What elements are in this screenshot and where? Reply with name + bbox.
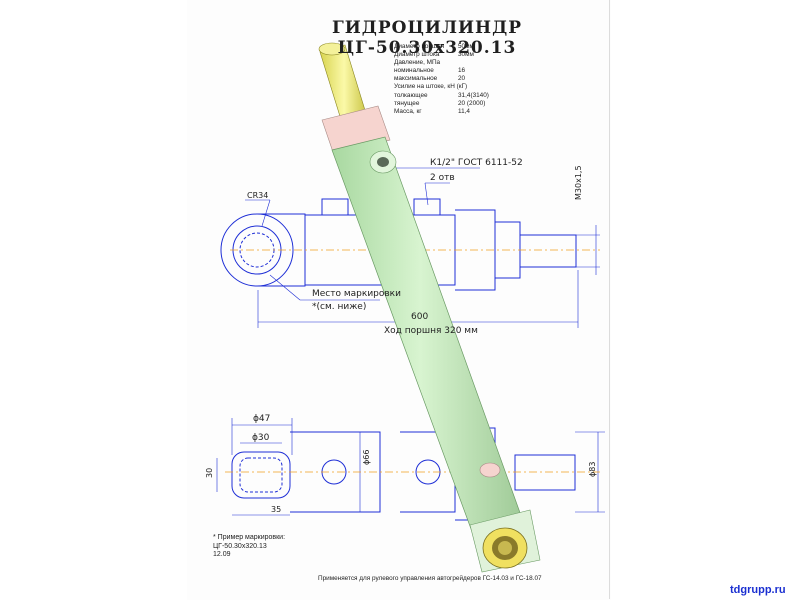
dim-w30: 30 <box>205 467 214 478</box>
marking-header: * Пример маркировки: <box>213 534 286 541</box>
dim-thread-port: К1/2" ГОСТ 6111-52 <box>430 158 523 168</box>
dim-w35: 35 <box>271 505 282 514</box>
rod-top <box>519 234 577 268</box>
dim-d30: ϕ30 <box>252 433 270 443</box>
port-2 <box>413 198 441 216</box>
eye-side <box>231 451 291 499</box>
dim-length: 600 <box>411 312 429 322</box>
application-note: Применяется для рулевого управления авто… <box>318 575 542 582</box>
marking-line-1: ЦГ-50.30х320.13 <box>213 542 267 550</box>
dim-holes: 2 отв <box>430 173 455 183</box>
marking-place-label: Место маркировки <box>312 289 401 299</box>
spec-row: Усилие на штоке, кН (кГ) <box>394 83 468 91</box>
dim-r34: СR34 <box>247 191 269 200</box>
cylinder-body-bottom <box>290 431 381 513</box>
rod-bottom <box>514 454 576 491</box>
port-1 <box>321 198 349 216</box>
brand-link[interactable]: tdgrupp.ru <box>730 584 786 596</box>
sheet-frame <box>207 0 610 599</box>
head-top <box>455 209 496 291</box>
spec-row: Давление, МПа <box>394 59 441 67</box>
cylinder-render <box>318 42 541 573</box>
drawing-title: ГИДРОЦИЛИНДР ЦГ-50.30х320.13 <box>331 18 523 58</box>
marking-example: * Пример маркировки: ЦГ-50.30х320.13 12.… <box>213 534 285 560</box>
marking-line-2: 12.09 <box>213 551 231 558</box>
dim-stroke: Ход поршня 320 мм <box>384 326 478 336</box>
dim-d83: ϕ83 <box>588 461 597 477</box>
marking-ref-label: *(см. ниже) <box>312 302 367 312</box>
dim-d66: ϕ66 <box>362 449 371 465</box>
dim-d47: ϕ47 <box>253 414 271 424</box>
dim-m30: М30х1,5 <box>574 165 583 200</box>
